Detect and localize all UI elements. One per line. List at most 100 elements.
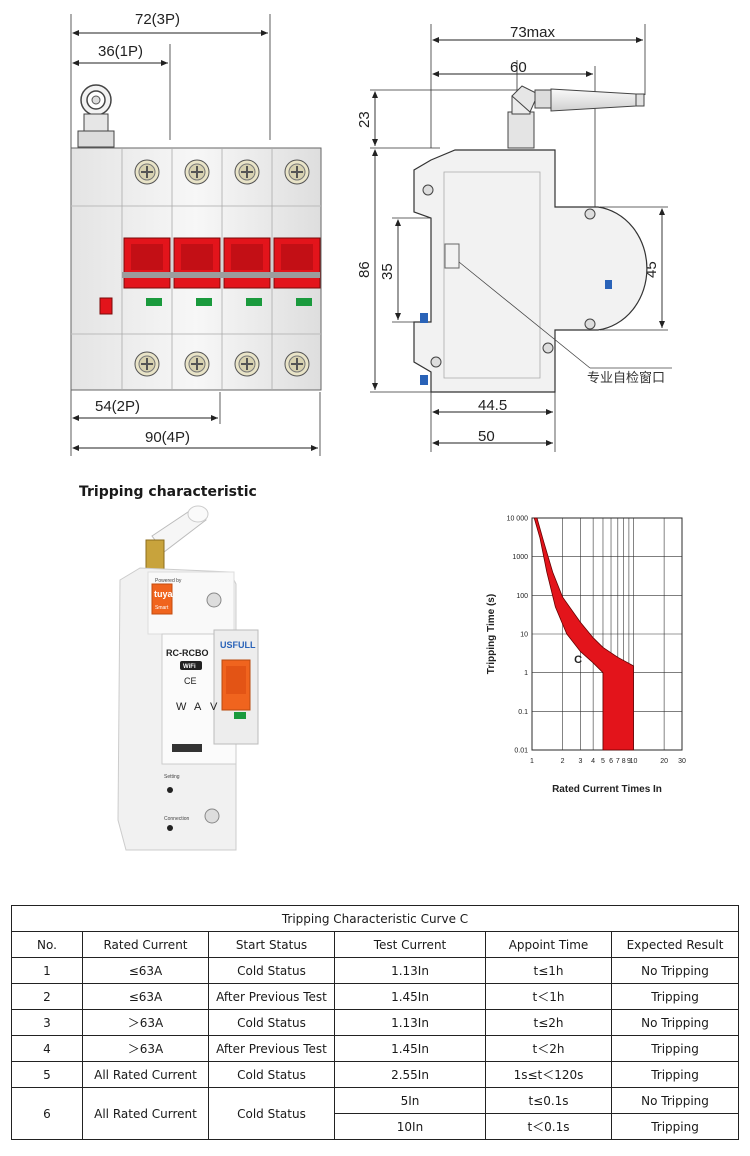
table-cell: After Previous Test [208, 983, 335, 1010]
x-axis-label: Rated Current Times In [552, 784, 662, 795]
dim-72-3p: 72(3P) [135, 11, 180, 28]
technical-diagram: 72(3P) 36(1P) 54(2P) 90(4P) [70, 11, 686, 851]
x-tick-label: 1 [530, 758, 534, 765]
antenna-side-icon [507, 85, 645, 149]
curve-label: C [574, 654, 582, 666]
x-tick-label: 7 [616, 758, 620, 765]
table-cell: Tripping [610, 1061, 740, 1088]
antenna-icon [145, 505, 209, 571]
voltage-v-icon: V [210, 701, 218, 713]
y-axis-label: Tripping Time (s) [486, 594, 497, 674]
table-cell: 3 [11, 1009, 83, 1036]
maker-label: USFULL [220, 640, 256, 650]
table-title: Tripping Characteristic Curve C [10, 905, 740, 932]
dim-50: 50 [478, 428, 495, 445]
table-cell: ≤63A [82, 983, 209, 1010]
x-tick-label: 4 [591, 758, 595, 765]
y-tick-label: 1 [524, 670, 528, 677]
y-tick-label: 100 [516, 593, 528, 600]
table-header-cell: Expected Result [610, 931, 740, 958]
x-tick-label: 10 [630, 758, 638, 765]
table-cell: t≤1h [485, 957, 612, 984]
side-screw-icons [422, 184, 596, 368]
table-header-cell: No. [11, 931, 83, 958]
table-cell: 4 [11, 1035, 83, 1062]
ce-mark: CE [184, 676, 197, 686]
x-tick-label: 3 [578, 758, 582, 765]
table-cell: 1s≤t＜120s [485, 1061, 612, 1088]
x-tick-label: 30 [678, 758, 686, 765]
table-cell: 1.45In [334, 1035, 486, 1062]
breaker-body-side [413, 149, 648, 393]
table-cell: 1 [11, 957, 83, 984]
dim-54-2p: 54(2P) [95, 398, 140, 415]
toggle-handles [122, 237, 321, 289]
dim-86: 86 [356, 261, 373, 278]
table-cell: Tripping [610, 1113, 740, 1140]
table-cell: Cold Status [208, 957, 335, 984]
power-w-icon: W [176, 701, 187, 713]
dim-36-1p: 36(1P) [98, 43, 143, 60]
x-tick-label: 6 [609, 758, 613, 765]
y-tick-label: 1000 [512, 554, 528, 561]
tripping-table: Tripping Characteristic Curve C No.Rated… [10, 905, 740, 1140]
y-tick-label: 10 [520, 632, 528, 639]
table-cell: No Tripping [610, 1009, 740, 1036]
connection-label: Connection [164, 816, 190, 822]
dim-35: 35 [379, 263, 396, 280]
x-tick-label: 2 [561, 758, 565, 765]
table-cell: 2.55In [334, 1061, 486, 1088]
brand-small: Powered by [155, 578, 182, 584]
table-cell: 10In [334, 1113, 486, 1140]
antenna-connector-icon [77, 84, 115, 148]
table-cell: 2 [11, 983, 83, 1010]
dim-23: 23 [356, 111, 373, 128]
terminal-screw-icons [134, 159, 310, 377]
table-cell: 1.13In [334, 1009, 486, 1036]
table-cell: 5In [334, 1087, 486, 1114]
table-cell: Cold Status [208, 1061, 335, 1088]
dim-60: 60 [510, 59, 527, 76]
table-cell: t≤2h [485, 1009, 612, 1036]
window-label: 专业自检窗口 [587, 370, 665, 385]
table-header-cell: Appoint Time [485, 931, 612, 958]
table-cell: Cold Status [208, 1009, 335, 1036]
table-cell: ≤63A [82, 957, 209, 984]
table-cell: 5 [11, 1061, 83, 1088]
table-cell: 1.45In [334, 983, 486, 1010]
brand-logo: tuya [154, 589, 174, 599]
x-tick-label: 8 [622, 758, 626, 765]
table-cell: Cold Status [208, 1087, 335, 1140]
table-cell: t＜2h [485, 1035, 612, 1062]
x-tick-label: 20 [660, 758, 668, 765]
x-tick-label: 5 [601, 758, 605, 765]
table-cell: All Rated Current [82, 1087, 209, 1140]
table-cell: Tripping [610, 983, 740, 1010]
x-tick-label: 9 [627, 758, 631, 765]
table-cell: ＞63A [82, 1035, 209, 1062]
curve-c-band [533, 517, 634, 751]
table-cell: t＜0.1s [485, 1113, 612, 1140]
side-view: 73max 60 44.5 50 23 86 35 45 专业自检窗口 [356, 24, 672, 452]
section-title: Tripping characteristic [79, 484, 257, 500]
y-tick-label: 10 000 [507, 516, 529, 523]
table-cell: After Previous Test [208, 1035, 335, 1062]
dim-44-5: 44.5 [478, 397, 507, 414]
smart-badge: Smart [155, 605, 169, 611]
table-cell: 1.13In [334, 957, 486, 984]
table-cell: No Tripping [610, 1087, 740, 1114]
table-cell: No Tripping [610, 957, 740, 984]
table-header-cell: Rated Current [82, 931, 209, 958]
table-header-cell: Start Status [208, 931, 335, 958]
y-tick-label: 0.1 [518, 709, 528, 716]
